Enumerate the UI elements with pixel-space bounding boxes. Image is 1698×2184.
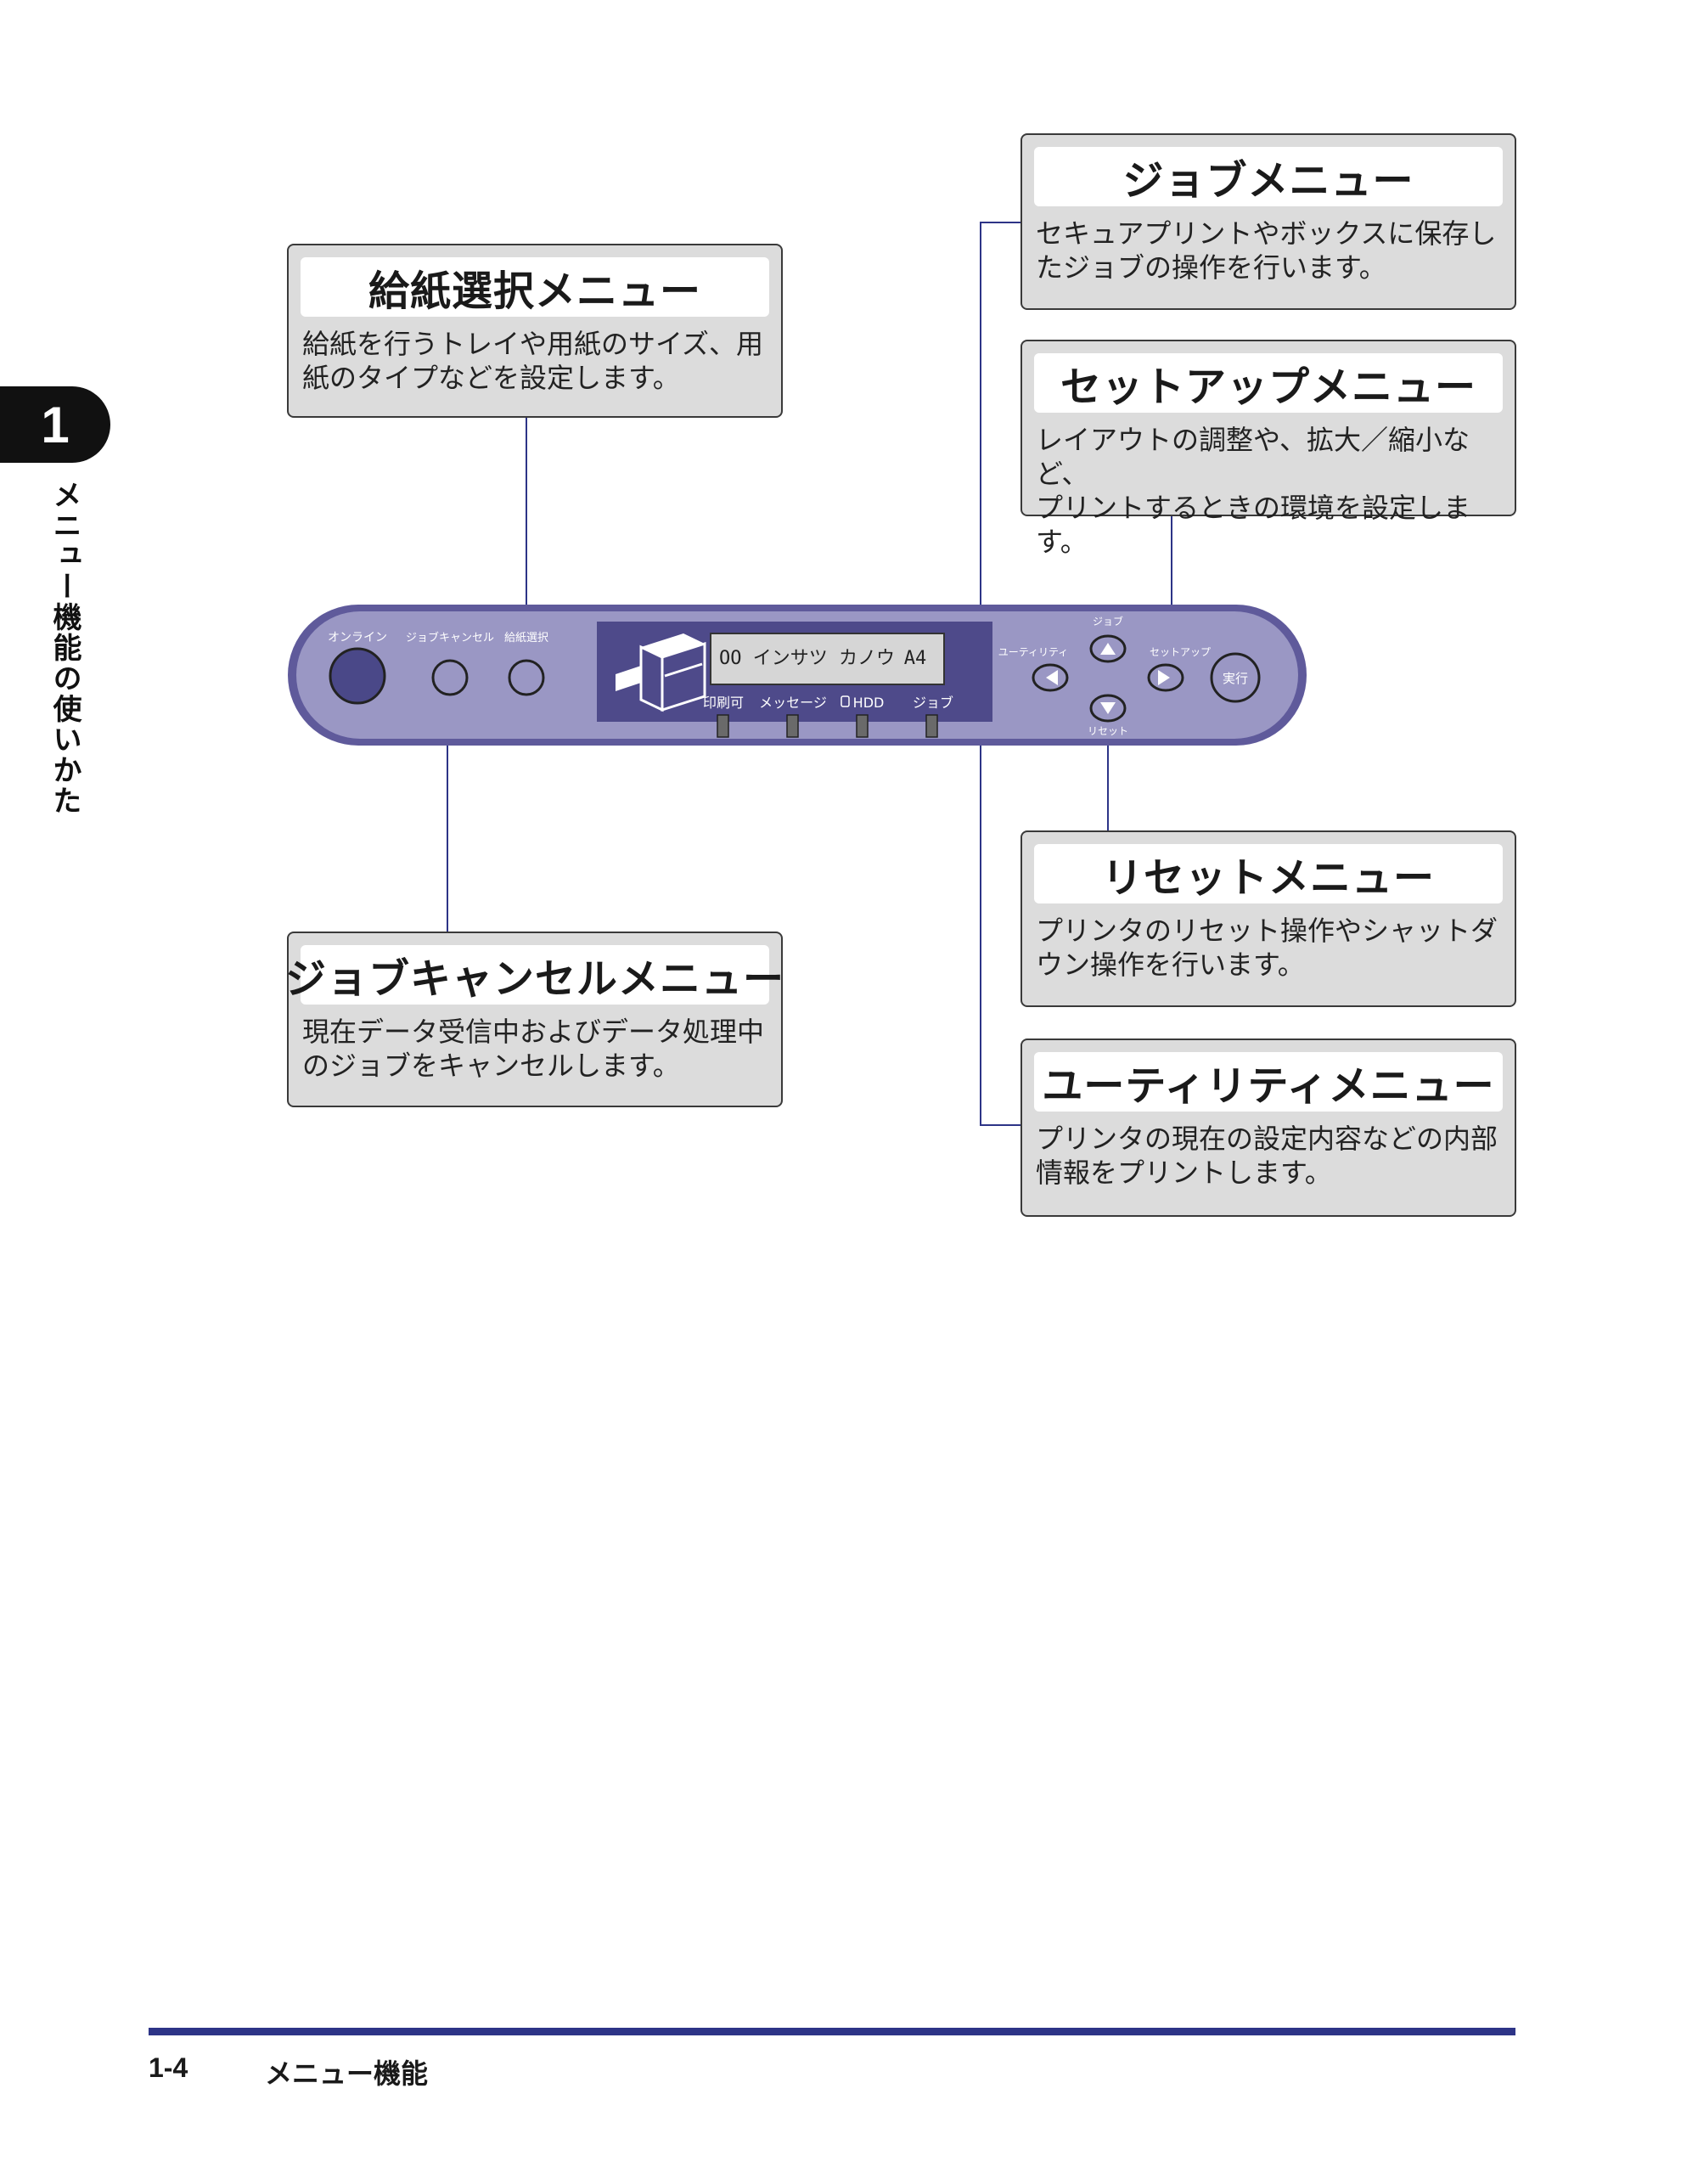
control-panel: オンライン ジョブキャンセル 給紙選択 OO インサツ カノウ A4 印刷可 メ… <box>288 605 1307 746</box>
footer-section-title: メニュー機能 <box>265 2057 429 2090</box>
lcd-display <box>710 633 945 685</box>
left-arrow-icon <box>1046 670 1058 685</box>
execute-button[interactable] <box>1210 652 1261 703</box>
callout-title: ジョブキャンセルメニュー <box>285 945 784 1005</box>
callout-description: 現在データ受信中およびデータ処理中 のジョブをキャンセルします。 <box>302 1016 765 1082</box>
chapter-tab: 1 <box>0 386 110 463</box>
message-lamp <box>786 714 799 738</box>
footer-rule <box>149 2028 1515 2035</box>
callout-paper-select: 給紙選択メニュー 給紙を行うトレイや用紙のサイズ、用 紙のタイプなどを設定します… <box>287 244 783 418</box>
callout-title: ジョブメニュー <box>1034 147 1503 206</box>
callout-utility-menu: ユーティリティメニュー プリンタの現在の設定内容などの内部 情報をプリントします… <box>1020 1039 1516 1217</box>
lcd-text: OO インサツ カノウ <box>719 648 895 669</box>
callout-description: プリンタの現在の設定内容などの内部 情報をプリントします。 <box>1036 1123 1498 1189</box>
callout-description: セキュアプリントやボックスに保存し たジョブの操作を行います。 <box>1036 217 1497 284</box>
hdd-lamp <box>856 714 869 738</box>
ready-lamp <box>717 714 729 738</box>
callout-title: 給紙選択メニュー <box>301 257 769 317</box>
callout-setup-menu: セットアップメニュー レイアウトの調整や、拡大／縮小など、 プリントするときの環… <box>1020 340 1516 558</box>
paper-select-label: 給紙選択 <box>504 632 548 645</box>
up-arrow-icon <box>1100 643 1116 655</box>
job-lamp <box>925 714 938 738</box>
paper-select-button[interactable] <box>508 659 545 696</box>
job-cancel-button[interactable] <box>431 659 469 696</box>
right-arrow-icon <box>1158 670 1170 685</box>
utility-key-label: ユーティリティ <box>998 646 1069 658</box>
down-arrow-icon <box>1100 702 1116 714</box>
online-label: オンライン <box>328 631 387 645</box>
callout-reset-menu: リセットメニュー プリンタのリセット操作やシャットダ ウン操作を行います。 <box>1020 830 1516 1007</box>
callout-job-menu: ジョブメニュー セキュアプリントやボックスに保存し たジョブの操作を行います。 <box>1020 133 1516 310</box>
callout-description: 給紙を行うトレイや用紙のサイズ、用 紙のタイプなどを設定します。 <box>302 328 764 394</box>
page-number: 1-4 <box>149 2052 188 2083</box>
job-key-label: ジョブ <box>1093 615 1123 628</box>
callout-description: プリンタのリセット操作やシャットダ ウン操作を行います。 <box>1036 915 1498 981</box>
execute-label: 実行 <box>1223 671 1248 686</box>
hdd-icon <box>841 695 850 707</box>
job-indicator-label: ジョブ <box>913 695 953 711</box>
printer-icon <box>616 633 706 712</box>
setup-key-label: セットアップ <box>1150 646 1211 658</box>
hdd-indicator-label: HDD <box>853 695 885 711</box>
online-button[interactable] <box>329 647 386 705</box>
callout-title: セットアップメニュー <box>1034 353 1503 413</box>
lcd-paper-size: A4 <box>904 648 927 669</box>
callout-job-cancel: ジョブキャンセルメニュー 現在データ受信中およびデータ処理中 のジョブをキャンセ… <box>285 932 784 1107</box>
message-indicator-label: メッセージ <box>759 695 827 711</box>
callout-title: ユーティリティメニュー <box>1034 1052 1503 1112</box>
chapter-title: メニュー機能の使いかた <box>48 480 82 816</box>
ready-indicator-label: 印刷可 <box>703 695 744 711</box>
callout-title: リセットメニュー <box>1034 844 1503 903</box>
callout-description: レイアウトの調整や、拡大／縮小など、 プリントするときの環境を設定します。 <box>1036 424 1471 558</box>
job-cancel-label: ジョブキャンセル <box>406 631 494 645</box>
reset-key-label: リセット <box>1088 725 1128 737</box>
